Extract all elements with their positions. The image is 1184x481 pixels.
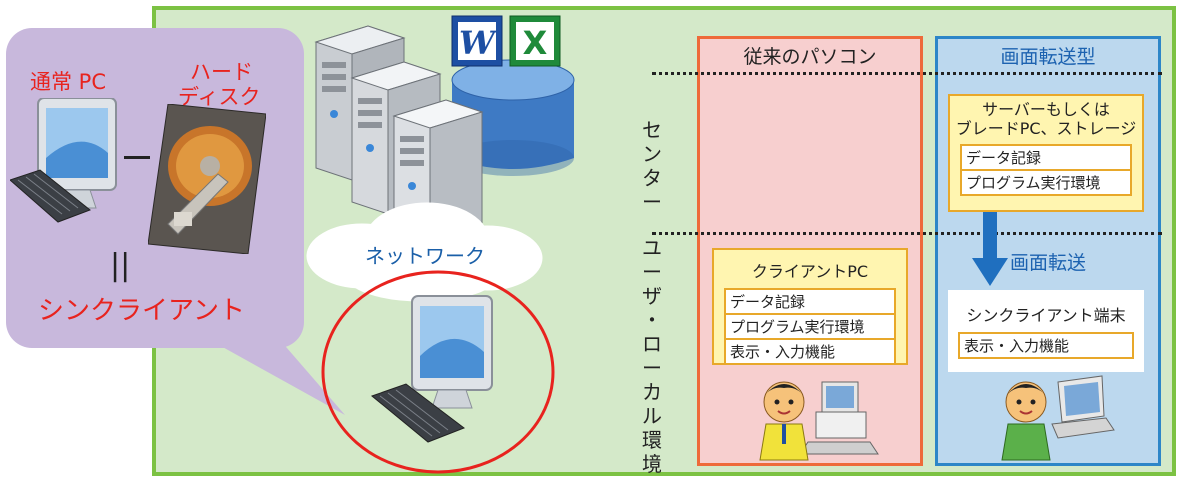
server-title-line2: ブレードPC、ストレージ <box>955 119 1137 138</box>
word-app-icon: W <box>451 15 503 67</box>
function-item: データ記録 <box>960 144 1132 171</box>
person-laptop-icon <box>1001 375 1115 461</box>
equals-sign: || <box>110 248 131 283</box>
user-local-side-label: ユ ー ザ ・ ロ ー カ ル 環 境 <box>640 236 664 476</box>
excel-app-icon: X <box>509 15 561 67</box>
function-item: プログラム実行環境 <box>960 171 1132 196</box>
client-pc-title: クライアントPC <box>751 262 869 281</box>
person-desktop-icon <box>759 381 879 461</box>
network-label: ネットワーク <box>365 244 485 268</box>
user-local-char: ザ <box>642 284 662 308</box>
network-cloud-icon <box>306 202 543 302</box>
center-char: ン <box>642 142 662 166</box>
user-local-char: ロ <box>642 332 662 356</box>
hard-disk-label: ハード ディスク <box>178 60 261 110</box>
header-divider <box>652 72 1162 75</box>
center-char: タ <box>642 166 662 190</box>
legacy-column-title: 従来のパソコン <box>743 46 877 68</box>
user-local-char: 境 <box>642 452 662 476</box>
hard-disk-icon <box>148 104 266 254</box>
screen-transfer-column-title: 画面転送型 <box>1000 46 1096 68</box>
thin-client-label: シンクライアント <box>38 296 245 326</box>
thin-client-terminal-icon <box>321 270 555 474</box>
normal-pc-label: 通常 PC <box>30 70 107 94</box>
svg-text:W: W <box>459 24 498 62</box>
function-item: プログラム実行環境 <box>724 315 896 340</box>
center-char: セ <box>642 118 662 142</box>
center-user-divider <box>652 232 1162 235</box>
server-title-line1: サーバーもしくは <box>982 100 1110 119</box>
svg-text:X: X <box>523 24 548 62</box>
function-item: 表示・入力機能 <box>958 332 1134 359</box>
user-local-char: 環 <box>642 428 662 452</box>
user-local-char: カ <box>642 380 662 404</box>
center-side-label: セ ン タ ー <box>640 118 664 214</box>
function-item: データ記録 <box>724 288 896 315</box>
screen-transfer-label: 画面転送 <box>1010 252 1087 274</box>
user-local-char: ・ <box>642 308 662 332</box>
thin-client-terminal-title: シンクライアント端末 <box>966 306 1126 325</box>
client-pc-box: クライアントPC データ記録 プログラム実行環境 表示・入力機能 <box>712 248 908 365</box>
user-local-char: ル <box>642 404 662 428</box>
thin-client-terminal-box: シンクライアント端末 表示・入力機能 <box>948 290 1144 372</box>
center-char: ー <box>642 190 662 214</box>
user-local-char: ー <box>642 260 662 284</box>
server-cluster-icon: W X <box>314 15 575 238</box>
hard-disk-label-line2: ディスク <box>178 85 261 109</box>
user-local-char: ー <box>642 356 662 380</box>
connector-line <box>124 156 150 159</box>
down-arrow-icon <box>972 212 1008 286</box>
desktop-pc-icon <box>10 98 117 223</box>
function-item: 表示・入力機能 <box>724 340 896 365</box>
hard-disk-label-line1: ハード <box>190 60 253 84</box>
user-local-char: ユ <box>642 236 662 260</box>
server-box: サーバーもしくは ブレードPC、ストレージ データ記録 プログラム実行環境 <box>948 94 1144 212</box>
